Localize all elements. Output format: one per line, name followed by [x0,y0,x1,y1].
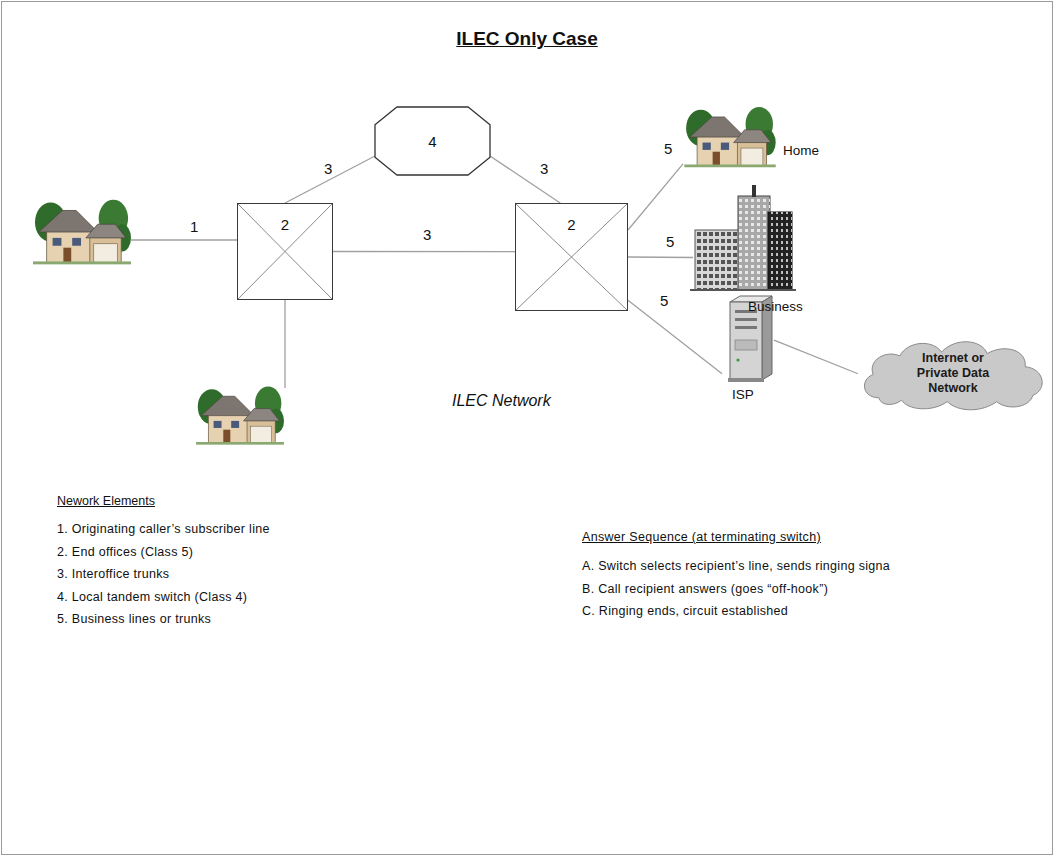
node-label: Business [748,299,803,314]
callout-number: 2 [281,216,289,233]
list-heading: Answer Sequence (at terminating switch) [582,530,821,544]
list-item: A. Switch selects recipient’s line, send… [582,559,890,573]
trunk-line [628,164,683,230]
callout-number: 2 [567,216,575,233]
tandem-switch: 4 [375,107,490,175]
list-item: 3. Interoffice trunks [57,567,169,581]
isp-node: ISP [722,293,774,405]
callout-number: 1 [190,218,198,235]
trunk-line [285,156,375,203]
trunk-line [490,156,560,203]
trunk-line [628,300,722,373]
list-item: 2. End offices (Class 5) [57,545,193,559]
edge-label: 5 [658,292,670,309]
node-label: Home [783,143,819,158]
list-item: C. Ringing ends, circuit established [582,604,788,618]
list-item: B. Call recipient answers (goes “off-hoo… [582,582,828,596]
trunk-line [774,340,858,374]
edge-label: 5 [662,140,674,157]
network-cloud: Internet or Private Data Network [858,335,1048,413]
callout-number: 4 [428,133,436,150]
list-item: 1. Originating caller’s subscriber line [57,522,270,536]
edge-label: 5 [664,233,676,250]
cloud-text: Internet or Private Data Network [908,351,998,396]
list-item: 5. Business lines or trunks [57,612,211,626]
trunk-line [333,251,515,252]
edge-label: 3 [421,226,433,243]
list-item: 4. Local tandem switch (Class 4) [57,590,247,604]
business-node: Business [693,183,818,316]
home-node: Home [683,105,833,167]
end-office-switch: 2 [515,203,628,311]
trunk-line [628,256,693,258]
node-label: ISP [732,387,754,402]
edge-label: 3 [322,160,334,177]
network-label: ILEC Network [452,392,551,410]
edge-label: 3 [538,160,550,177]
diagram-title: ILEC Only Case [456,28,598,50]
end-office-switch: 2 [237,203,333,300]
list-heading: Nework Elements [57,494,155,508]
